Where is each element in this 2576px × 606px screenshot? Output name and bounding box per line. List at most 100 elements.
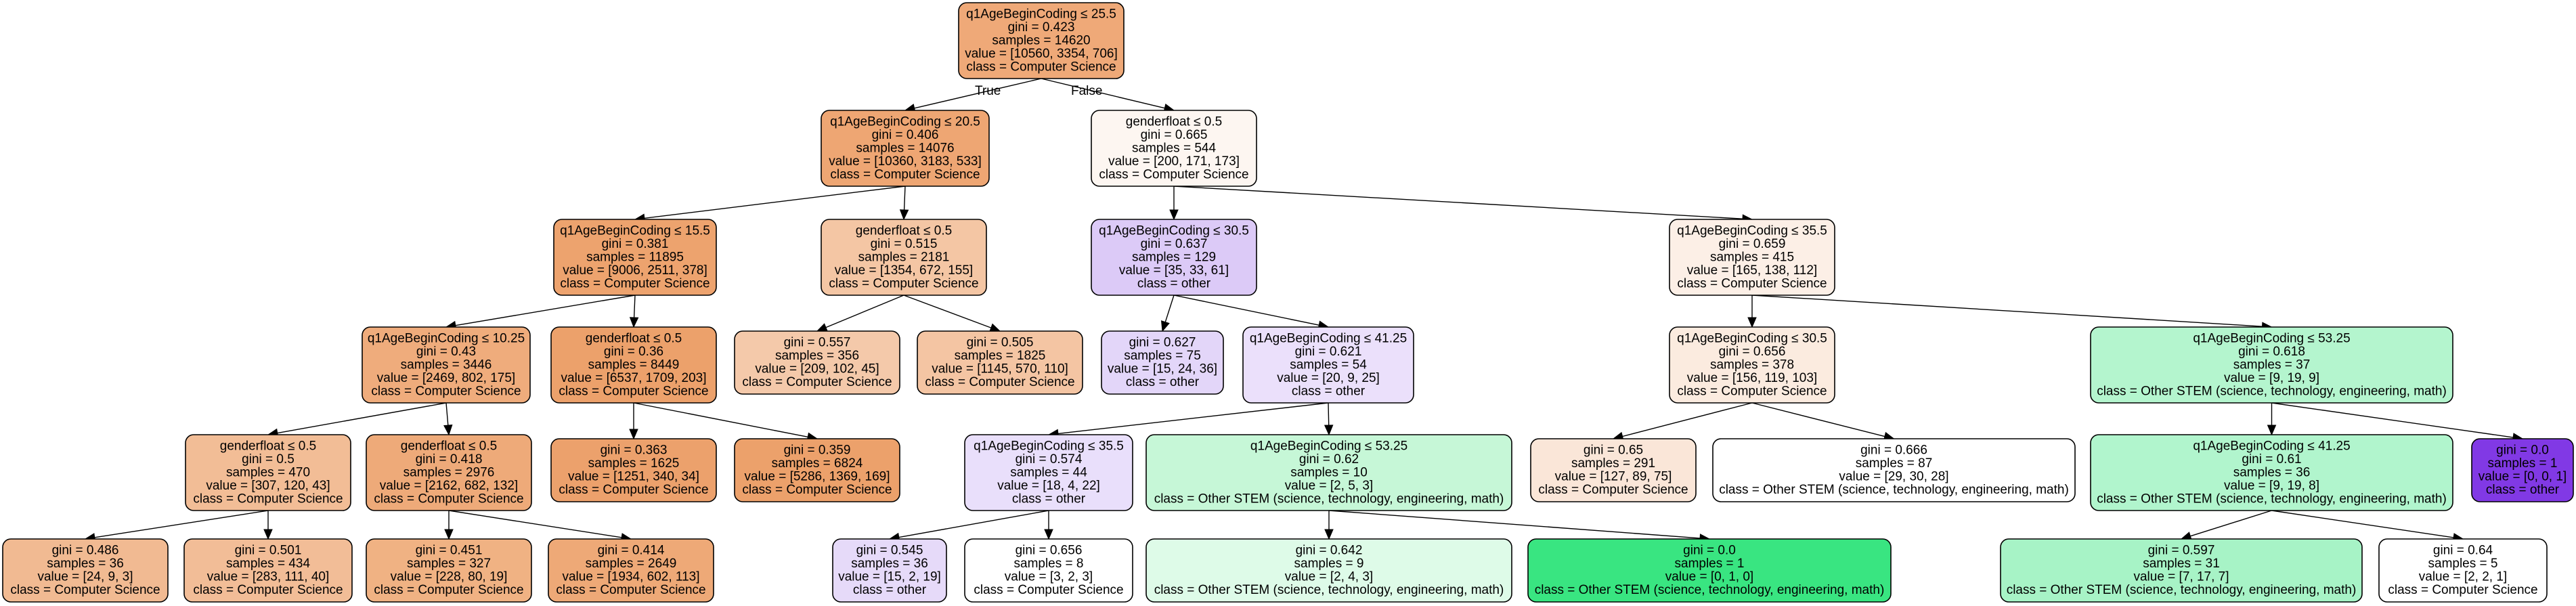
node-text-line: samples = 544 xyxy=(1132,141,1217,155)
node-text-line: class = Computer Science xyxy=(374,492,523,506)
node-text-line: q1AgeBeginCoding ≤ 35.5 xyxy=(974,439,1124,453)
node-text-line: class = Computer Science xyxy=(193,492,343,506)
edge-arrowhead xyxy=(816,323,828,332)
edge-line xyxy=(2271,510,2454,538)
tree-edge xyxy=(444,511,454,540)
node-text-line: q1AgeBeginCoding ≤ 53.25 xyxy=(2193,331,2350,345)
node-box xyxy=(1530,438,1697,502)
node-text-line: class = Computer Science xyxy=(742,483,892,497)
node-text-line: samples = 129 xyxy=(1132,250,1216,264)
node-text-line: class = Other STEM (science, technology,… xyxy=(1154,492,1504,506)
node-text-line: class = Computer Science xyxy=(830,167,980,181)
edge-line xyxy=(1041,78,1165,109)
tree-edge xyxy=(1173,295,1330,330)
node-text-line: class = other xyxy=(1126,375,1200,389)
node-text-line: gini = 0.359 xyxy=(784,443,851,458)
node-box xyxy=(1669,219,1835,296)
node-text-line: class = Computer Science xyxy=(1099,167,1248,181)
edge-arrowhead xyxy=(2267,425,2277,436)
edge-line xyxy=(1751,295,2263,327)
node-box xyxy=(183,538,353,603)
node-text-line: samples = 8449 xyxy=(588,358,680,372)
node-text-line: class = Computer Science xyxy=(371,384,521,398)
node-text-line: class = Computer Science xyxy=(974,583,1123,597)
node-box xyxy=(366,538,532,603)
node-text-line: value = [200, 171, 173] xyxy=(1108,154,1240,169)
node-text-line: gini = 0.597 xyxy=(2148,544,2215,558)
node-text-line: samples = 14620 xyxy=(992,33,1090,47)
node-text-line: value = [15, 2, 19] xyxy=(838,570,941,584)
node-text-line: class = Computer Science xyxy=(2388,583,2537,597)
node-box xyxy=(2,538,169,603)
node-text-line: value = [10360, 3183, 533] xyxy=(829,154,982,169)
edge-line xyxy=(1173,186,1743,219)
tree-edge xyxy=(2267,403,2277,436)
tree-edge xyxy=(1751,295,2273,331)
node-text-line: value = [9, 19, 8] xyxy=(2224,479,2319,493)
node-text-line: samples = 1 xyxy=(1675,557,1745,571)
node-text-line: samples = 31 xyxy=(2143,557,2220,571)
tree-edge xyxy=(1044,511,1053,540)
tree-edge xyxy=(633,402,818,441)
node-box xyxy=(821,219,987,296)
node-text-line: gini = 0.0 xyxy=(2496,443,2549,458)
node-text-line: value = [18, 4, 22] xyxy=(997,479,1100,493)
node-text-line: value = [20, 9, 25] xyxy=(1277,371,1380,385)
edge-line xyxy=(1173,295,1319,326)
node-text-line: gini = 0.5 xyxy=(242,452,294,467)
node-text-line: class = Computer Science xyxy=(10,583,160,597)
tree-edge xyxy=(445,295,636,330)
node-text-line: samples = 11895 xyxy=(586,250,684,264)
edge-arrowhead xyxy=(629,317,639,328)
node-text-line: class = Computer Science xyxy=(742,375,892,389)
node-text-line: gini = 0.666 xyxy=(1860,443,1927,458)
node-text-line: q1AgeBeginCoding ≤ 25.5 xyxy=(966,7,1116,21)
node-text-line: value = [1251, 340, 34] xyxy=(568,470,699,484)
node-box xyxy=(1145,538,1512,603)
node-text-line: samples = 44 xyxy=(1010,465,1087,479)
edge-line xyxy=(448,510,622,538)
tree-edge: True xyxy=(904,78,1042,113)
node-text-line: value = [29, 30, 28] xyxy=(1839,470,1948,484)
node-text-line: value = [10560, 3354, 706] xyxy=(965,47,1118,61)
tree-edge xyxy=(1747,295,1757,328)
edge-line xyxy=(445,402,449,426)
node-box xyxy=(2000,538,2363,603)
node-text-line: gini = 0.64 xyxy=(2433,544,2493,558)
tree-edge xyxy=(2180,510,2272,541)
node-text-line: gini = 0.414 xyxy=(598,544,665,558)
node-text-line: value = [2, 2, 1] xyxy=(2419,570,2507,584)
node-text-line: value = [5286, 1369, 169] xyxy=(745,470,890,484)
node-box xyxy=(2090,326,2453,404)
edge-arrowhead xyxy=(899,209,909,221)
node-text-line: samples = 5 xyxy=(2428,557,2498,571)
node-text-line: samples = 3446 xyxy=(401,358,492,372)
node-text-line: gini = 0.642 xyxy=(1296,544,1363,558)
node-text-line: gini = 0.665 xyxy=(1141,128,1208,142)
node-text-line: value = [1145, 570, 110] xyxy=(932,362,1068,376)
node-text-line: gini = 0.423 xyxy=(1008,20,1075,35)
node-text-line: class = Computer Science xyxy=(829,276,978,290)
edge-line xyxy=(903,186,906,211)
node-text-line: value = [2162, 682, 132] xyxy=(380,479,518,493)
node-text-line: samples = 14076 xyxy=(856,141,954,155)
node-text-line: samples = 415 xyxy=(1710,250,1794,264)
edge-label-true: True xyxy=(975,84,1001,98)
node-text-line: gini = 0.621 xyxy=(1295,345,1362,359)
node-text-line: q1AgeBeginCoding ≤ 15.5 xyxy=(560,223,710,238)
node-text-line: gini = 0.627 xyxy=(1129,336,1196,350)
node-text-line: gini = 0.406 xyxy=(872,128,939,142)
node-text-line: samples = 36 xyxy=(47,557,124,571)
